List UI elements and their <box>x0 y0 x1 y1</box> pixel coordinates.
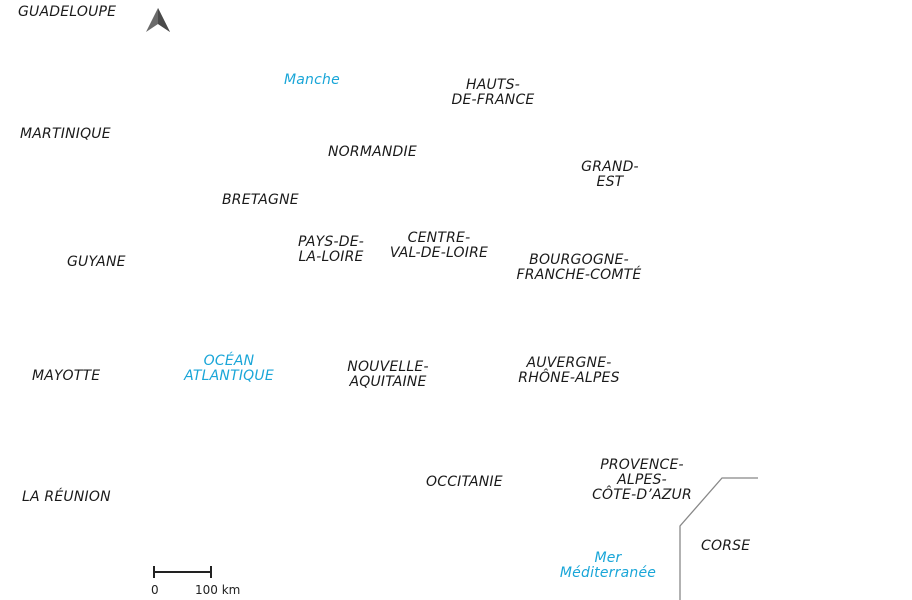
label-martinique: MARTINIQUE <box>20 126 111 142</box>
label-mer-line-2: Méditerranée <box>559 565 657 581</box>
scale-end-label: 100 km <box>195 583 241 597</box>
label-hauts-de-france: HAUTS- DE-FRANCE <box>450 78 536 108</box>
label-ocean-atlantique: OCÉAN ATLANTIQUE <box>184 354 274 384</box>
label-paca: PROVENCE- ALPES- CÔTE-D’AZUR <box>590 458 694 503</box>
label-pdl-line-1: PAYS-DE- <box>297 234 365 250</box>
label-ge-line-2: EST <box>596 174 624 190</box>
label-guadeloupe: GUADELOUPE <box>18 4 117 20</box>
label-normandie: NORMANDIE <box>328 144 417 160</box>
label-ara-line-1: AUVERGNE- <box>526 355 612 371</box>
label-occitanie: OCCITANIE <box>426 474 503 490</box>
label-ocean-line-1: OCÉAN <box>203 353 255 369</box>
label-cvl-line-2: VAL-DE-LOIRE <box>389 245 489 261</box>
label-nouvelle-aquitaine: NOUVELLE- AQUITAINE <box>344 360 432 390</box>
label-ge-line-1: GRAND- <box>581 159 639 175</box>
label-manche: Manche <box>284 72 340 88</box>
label-bretagne: BRETAGNE <box>222 192 299 208</box>
label-bfc-line-1: BOURGOGNE- <box>529 252 629 268</box>
north-arrow-icon <box>146 8 170 32</box>
label-pdl-line-2: LA-LOIRE <box>298 249 364 265</box>
scale-bar <box>153 566 212 578</box>
label-na-line-2: AQUITAINE <box>349 374 427 390</box>
label-paca-line-2: ALPES- <box>617 472 667 488</box>
north-letter: N <box>152 26 163 40</box>
label-bfc-line-2: FRANCHE-COMTÉ <box>516 267 642 283</box>
label-paca-line-1: PROVENCE- <box>600 457 684 473</box>
label-reunion: LA RÉUNION <box>22 489 111 505</box>
label-na-line-1: NOUVELLE- <box>347 359 429 375</box>
label-ocean-line-2: ATLANTIQUE <box>184 368 274 384</box>
label-centre-val-de-loire: CENTRE- VAL-DE-LOIRE <box>386 231 492 261</box>
label-cvl-line-1: CENTRE- <box>407 230 471 246</box>
label-pays-de-la-loire: PAYS-DE- LA-LOIRE <box>292 235 370 265</box>
label-mayotte: MAYOTTE <box>32 368 101 384</box>
label-guyane: GUYANE <box>67 254 126 270</box>
scale-start-label: 0 <box>151 583 159 597</box>
label-mer-mediterranee: Mer Méditerranée <box>556 551 660 581</box>
label-hdf-line-1: HAUTS- <box>465 77 521 93</box>
label-mer-line-1: Mer <box>594 550 622 566</box>
label-auvergne-rhone-alpes: AUVERGNE- RHÔNE-ALPES <box>516 356 622 386</box>
label-hdf-line-2: DE-FRANCE <box>451 92 535 108</box>
label-grand-est: GRAND- EST <box>576 160 644 190</box>
label-corse: CORSE <box>701 538 751 554</box>
label-paca-line-3: CÔTE-D’AZUR <box>592 487 692 503</box>
corse-inset-border <box>679 477 758 600</box>
label-bourgogne-franche-comte: BOURGOGNE- FRANCHE-COMTÉ <box>514 253 644 283</box>
label-ara-line-2: RHÔNE-ALPES <box>518 370 620 386</box>
